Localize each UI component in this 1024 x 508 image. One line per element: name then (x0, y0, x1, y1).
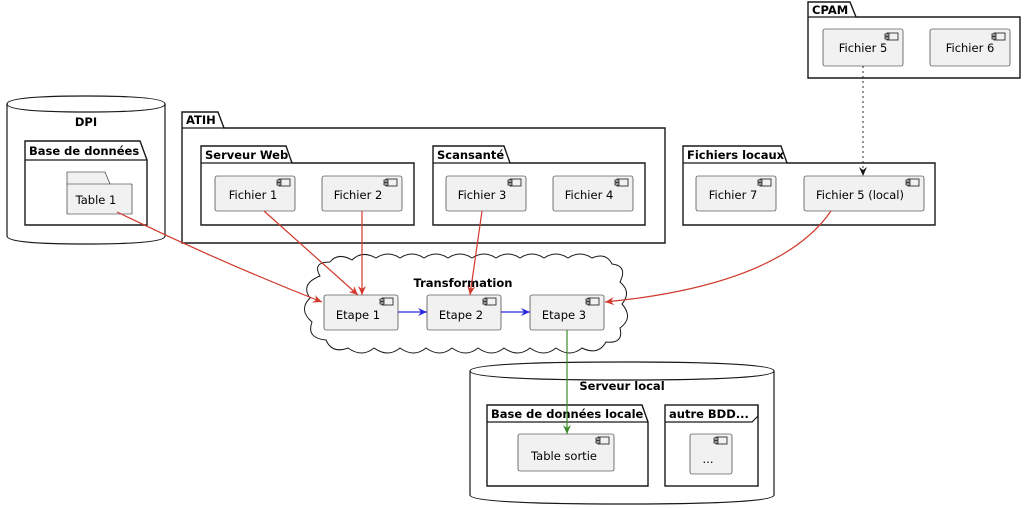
cpam-fichier6-label: Fichier 6 (946, 41, 995, 55)
autre-placeholder-label: ... (703, 452, 714, 466)
database-dpi-title: DPI (75, 115, 97, 129)
fichier5-local-label: Fichier 5 (local) (816, 188, 904, 202)
component-icon (715, 436, 728, 445)
component-etape1[interactable]: Etape 1 (323, 294, 399, 331)
package-bdd-title: Base de données (29, 144, 139, 158)
component-fichier1[interactable]: Fichier 1 (214, 175, 296, 212)
fichier4-label: Fichier 4 (565, 188, 614, 202)
package-fichiers-locaux-title: Fichiers locaux (687, 148, 785, 162)
folder-table1[interactable]: Table 1 (66, 171, 133, 215)
component-icon (385, 178, 398, 187)
component-icon (907, 178, 920, 187)
cpam-fichier5-label: Fichier 5 (839, 41, 888, 55)
component-table-sortie[interactable]: Table sortie (517, 433, 615, 472)
fichier7-label: Fichier 7 (709, 188, 758, 202)
component-icon (597, 436, 610, 445)
component-fichier2[interactable]: Fichier 2 (321, 175, 403, 212)
database-serveur-local-title: Serveur local (579, 379, 664, 393)
component-icon (886, 32, 899, 41)
component-icon (759, 178, 772, 187)
package-cpam-title: CPAM (812, 3, 848, 17)
component-icon (993, 32, 1006, 41)
arrow-fichier1-to-etape1 (263, 210, 359, 296)
component-etape3[interactable]: Etape 3 (529, 294, 605, 331)
etape2-label: Etape 2 (439, 308, 483, 322)
fichier3-label: Fichier 3 (458, 188, 507, 202)
package-scansante-title: Scansanté (437, 148, 504, 162)
component-fichier4[interactable]: Fichier 4 (552, 175, 634, 212)
component-fichier3[interactable]: Fichier 3 (445, 175, 527, 212)
component-cpam-fichier5[interactable]: Fichier 5 (822, 28, 904, 67)
package-atih-title: ATIH (186, 113, 216, 127)
cloud-transformation-title: Transformation (414, 276, 513, 290)
frame-autre-bdd-title: autre BDD... (669, 407, 749, 421)
component-fichier5-local[interactable]: Fichier 5 (local) (803, 175, 925, 212)
component-cpam-fichier6[interactable]: Fichier 6 (929, 28, 1011, 67)
component-etape2[interactable]: Etape 2 (426, 294, 502, 331)
table-sortie-label: Table sortie (530, 449, 597, 463)
component-icon (381, 297, 394, 306)
component-icon (484, 297, 497, 306)
package-serveur-web-title: Serveur Web (205, 148, 288, 162)
fichier2-label: Fichier 2 (334, 188, 383, 202)
arrow-table1-to-etape1 (116, 211, 323, 303)
arrow-fichier3-to-etape2 (467, 210, 483, 296)
component-autre-placeholder[interactable]: ... (689, 433, 733, 475)
table1-label: Table 1 (75, 193, 117, 207)
etape3-label: Etape 3 (542, 308, 586, 322)
arrow-fichier5local-to-etape3 (604, 210, 832, 306)
fichier1-label: Fichier 1 (229, 188, 278, 202)
component-icon (587, 297, 600, 306)
etape1-label: Etape 1 (336, 308, 380, 322)
component-icon (509, 178, 522, 187)
component-icon (278, 178, 291, 187)
component-fichier7[interactable]: Fichier 7 (695, 175, 777, 212)
component-icon (616, 178, 629, 187)
